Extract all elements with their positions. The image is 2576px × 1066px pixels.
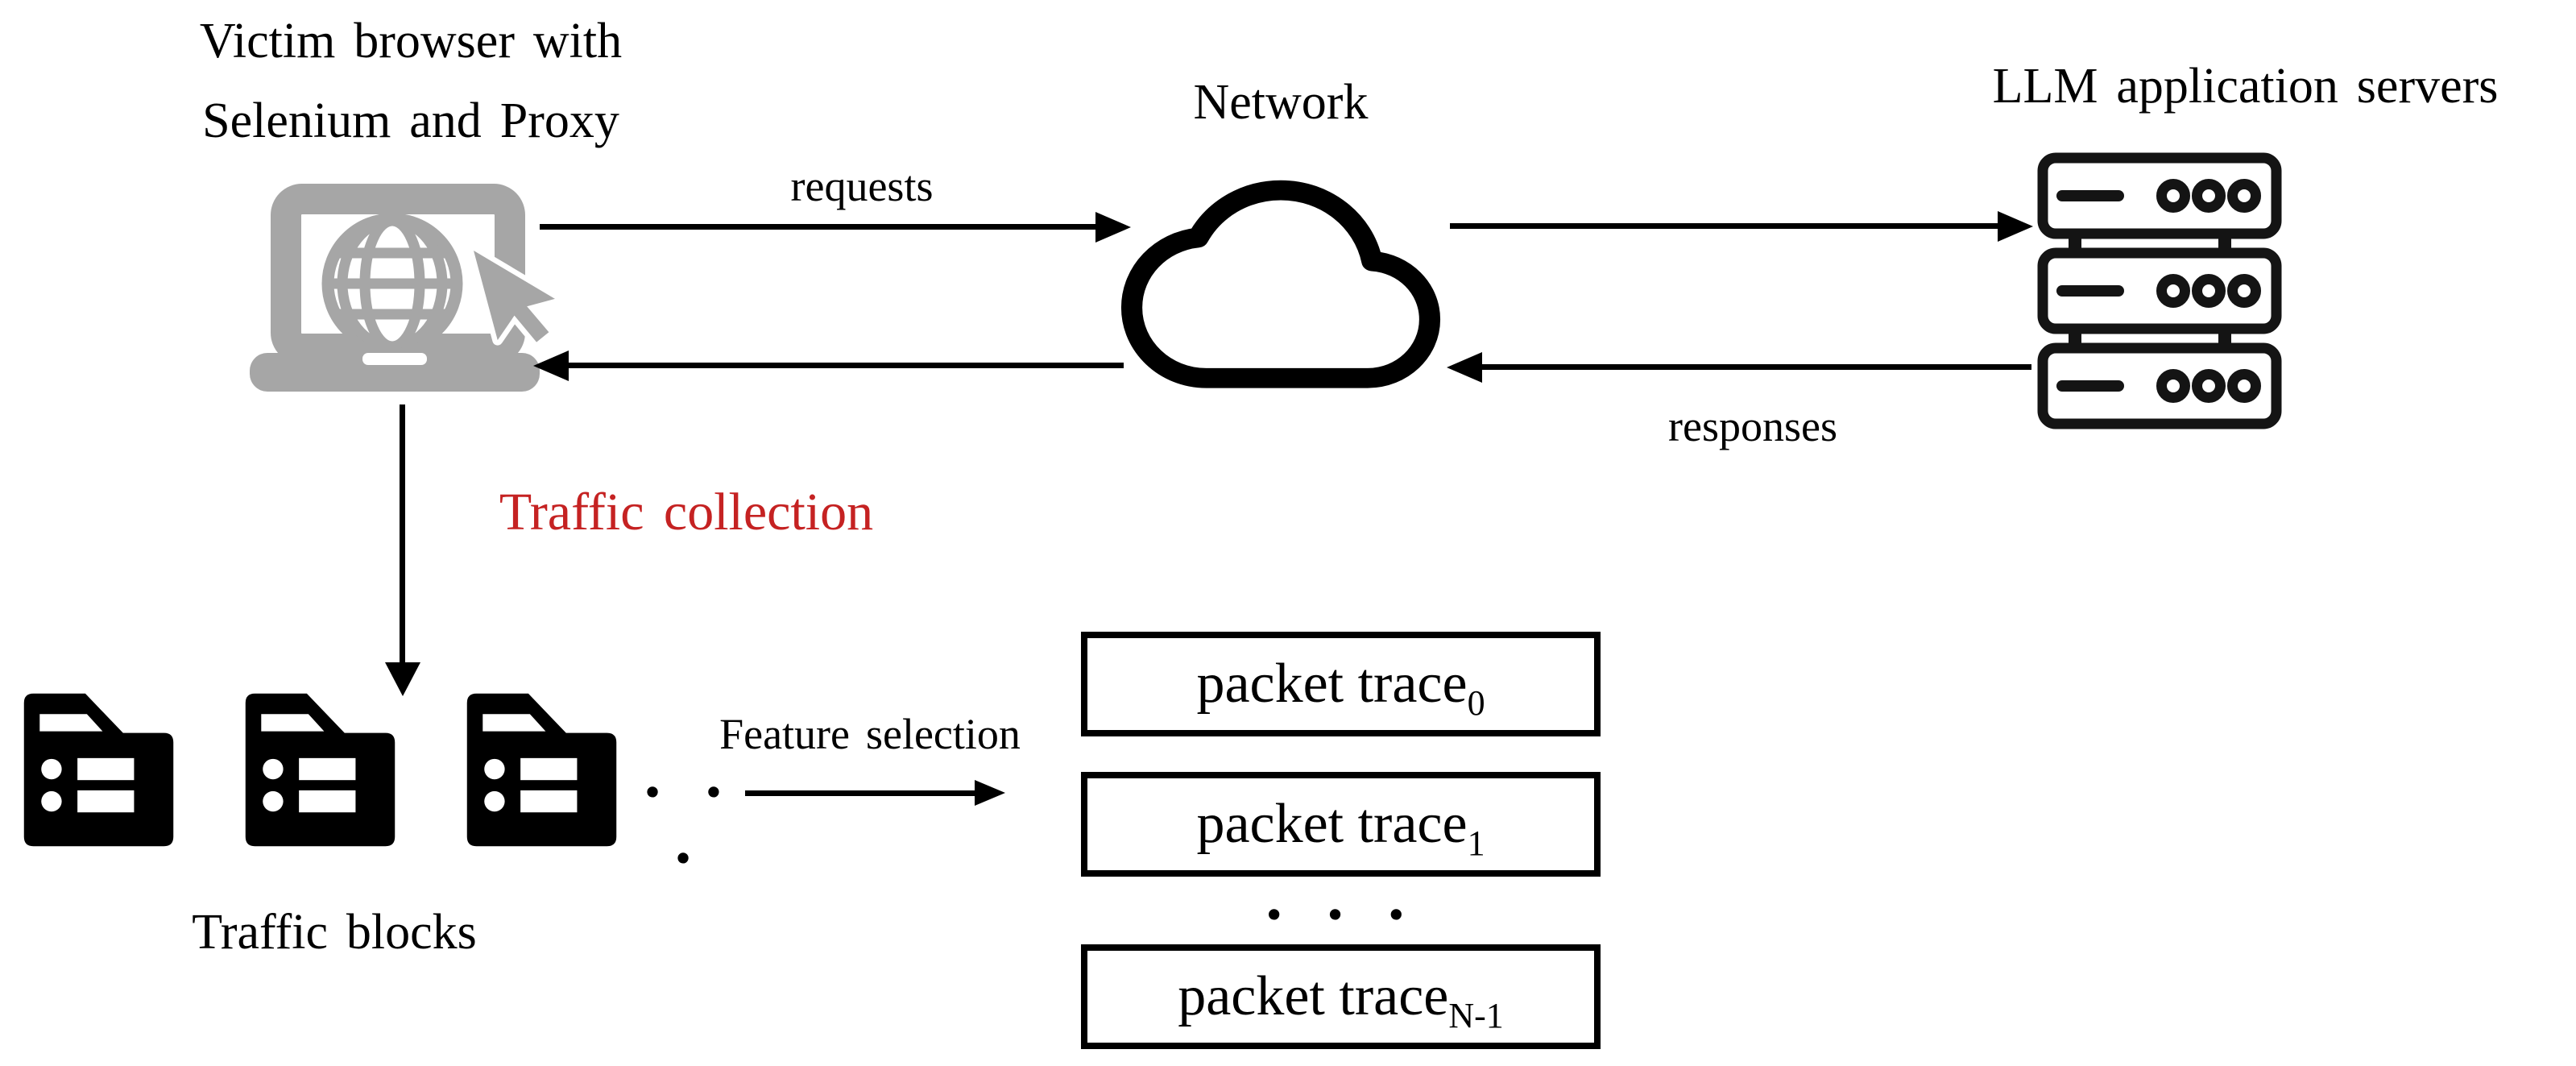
feature-selection-label: Feature selection [719,710,1021,758]
traffic-blocks-label: Traffic blocks [192,905,477,960]
victim-browser-label-line1: Victim browser with [199,14,623,68]
victim-browser-label: Victim browser with Selenium and Proxy [121,2,701,161]
packet-trace-box: packet trace0 [1081,632,1601,736]
traffic-collection-shaft [400,404,405,664]
server-units [2037,152,2282,429]
traffic-collection-arrowhead [385,662,420,696]
victim-browser-label-line2: Selenium and Proxy [202,93,619,149]
packet-trace-subscript: 1 [1467,823,1485,863]
cloud-to-laptop-arrowhead [533,350,569,381]
network-cloud-icon [1120,180,1441,388]
server-unit [2037,152,2282,239]
traffic-block-file-icon [459,687,624,852]
packet-trace-base: packet trace [1196,793,1468,855]
globe-icon [321,213,463,355]
laptop-base [250,353,540,392]
packet-trace-box: packet traceN-1 [1081,944,1601,1049]
cloud-outline [1120,180,1441,388]
server-unit [2037,247,2282,334]
traffic-collection-label: Traffic collection [499,483,874,541]
traffic-block-file-icon [238,687,403,852]
cloud-to-servers-arrowhead [1998,211,2033,242]
packet-trace-text: packet trace0 [1196,652,1485,721]
cloud-to-servers-shaft [1450,223,1999,229]
packet-trace-subscript: 0 [1467,683,1485,723]
server-stack-icon [2037,152,2282,429]
traffic-blocks-ellipsis: · · · [641,755,736,894]
network-label: Network [1193,75,1369,130]
servers-to-cloud-arrowhead [1447,352,1482,383]
feature-selection-shaft [745,790,976,796]
responses-label: responses [1668,402,1837,450]
feature-selection-arrowhead [975,780,1005,806]
packet-trace-text: packet traceN-1 [1178,964,1504,1034]
requests-label: requests [790,162,934,210]
server-unit [2037,342,2282,429]
cloud-to-laptop-shaft [569,363,1124,368]
traffic-block-file-icon [16,687,181,852]
packet-trace-base: packet trace [1196,653,1468,715]
cursor-icon [468,245,561,348]
laptop-browser-icon [250,184,561,392]
packet-trace-base: packet trace [1178,965,1449,1027]
requests-arrowhead [1095,212,1131,243]
packet-trace-ellipsis: · · · [1262,877,1419,951]
packet-trace-box: packet trace1 [1081,772,1601,877]
servers-to-cloud-shaft [1481,364,2031,370]
llm-servers-label: LLM application servers [1992,59,2499,114]
packet-trace-text: packet trace1 [1196,792,1485,861]
packet-trace-subscript: N-1 [1448,996,1504,1035]
laptop-base-notch [362,353,427,365]
requests-arrow-shaft [540,224,1097,230]
